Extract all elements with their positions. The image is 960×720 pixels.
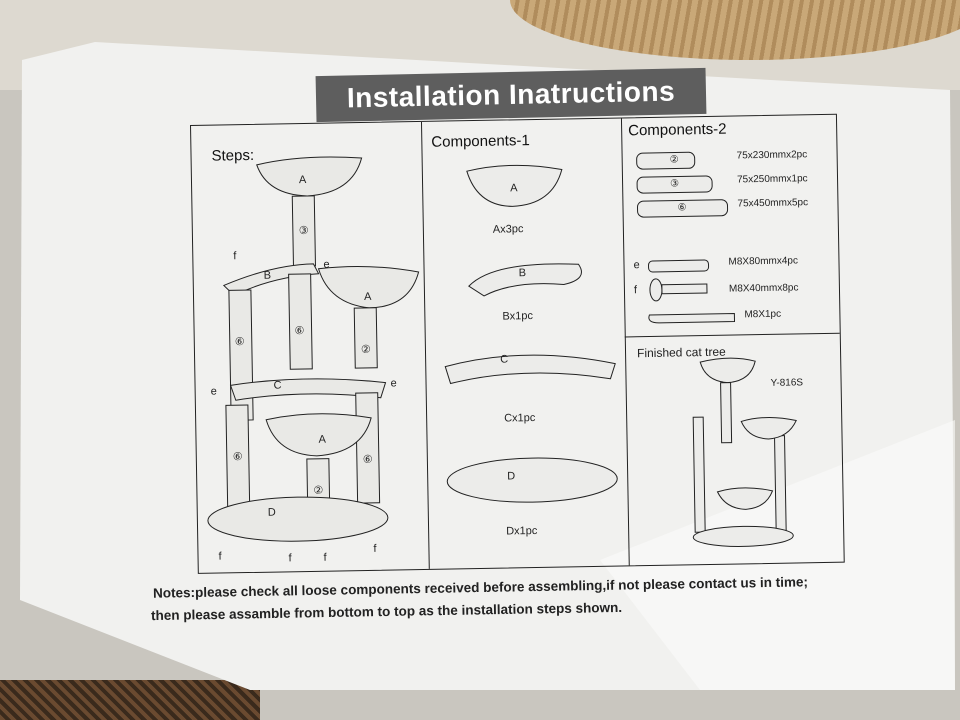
bolt-e-spec: M8X80mmx4pc [728, 255, 799, 268]
tube-2-number: ② [669, 154, 679, 166]
title-banner: Installation Inatructions [315, 67, 707, 123]
bowl-a-mid [317, 265, 420, 309]
tube-2-spec: 75x230mmx2pc [736, 149, 808, 162]
tube-2-drawing [636, 151, 696, 170]
bolt-f-head [649, 278, 663, 302]
tube-6 [288, 273, 313, 370]
tube-6-spec: 75x450mmx5pc [737, 197, 809, 210]
part-b [468, 263, 582, 297]
steps-diagram [207, 156, 420, 542]
components-2-drawings [636, 151, 797, 547]
bowl-a-low [265, 413, 372, 457]
tube-3-spec: 75x250mmx1pc [736, 173, 808, 186]
bolt-e-letter: e [633, 259, 640, 272]
platform-c [229, 378, 387, 401]
model-number: Y-816S [770, 377, 804, 389]
bolt-f-spec: M8X40mmx8pc [728, 282, 799, 295]
bolt-f-letter: f [633, 284, 638, 297]
hex-key-drawing [648, 313, 736, 324]
finished-heading: Finished cat tree [636, 344, 726, 361]
tube-3-number: ③ [670, 178, 680, 190]
tube-2 [353, 307, 378, 369]
platform-b [222, 263, 320, 296]
woven-mat [0, 680, 260, 720]
part-c [444, 354, 616, 385]
bolt-f-shaft [661, 283, 708, 295]
part-a [466, 164, 563, 207]
bowl-a-top [256, 156, 363, 197]
tube-3-drawing [636, 175, 713, 194]
tube-6-drawing [637, 199, 729, 218]
hex-key-spec: M8X1pc [744, 308, 782, 321]
part-d [446, 457, 618, 503]
base-d [207, 496, 389, 542]
bolt-e-drawing [648, 259, 710, 273]
instructions-table: Steps: A ③ B A ⑥ ⑥ ② e f C e e A ⑥ ⑥ ② D… [190, 113, 845, 574]
page-title: Installation Inatructions [346, 75, 676, 114]
components-1-drawings [444, 164, 618, 503]
tube-6-number: ⑥ [677, 202, 687, 214]
